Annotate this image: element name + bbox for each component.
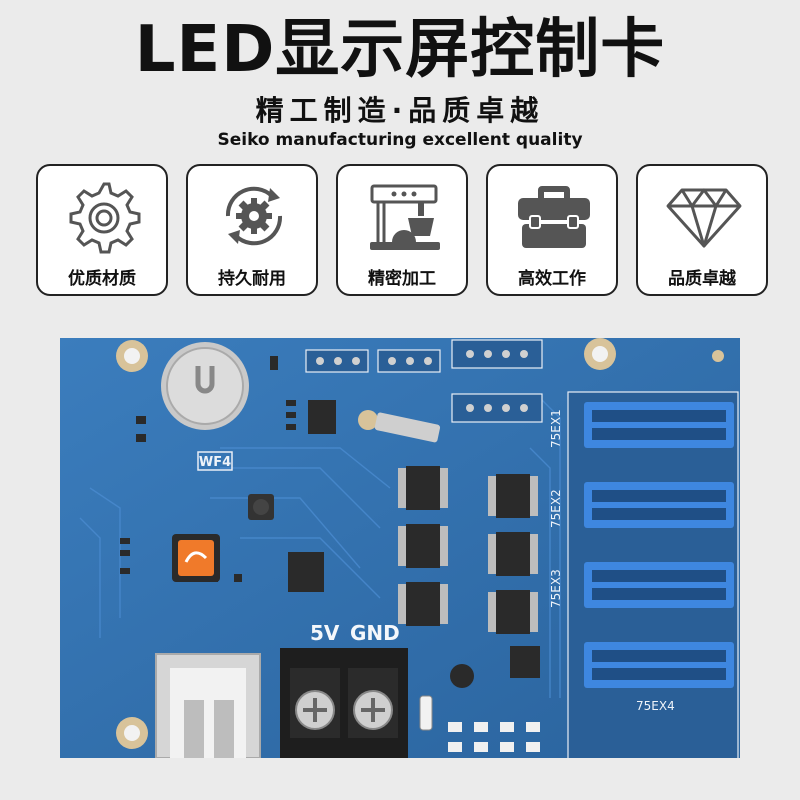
- reset-button: [419, 695, 433, 731]
- model-label: WF4: [199, 455, 231, 470]
- toolbox-icon: [518, 186, 590, 248]
- port-label-2: 75EX2: [549, 489, 563, 528]
- capacitor: [450, 664, 474, 688]
- gear-cycle-icon: [225, 186, 283, 246]
- machine-icon: [370, 184, 440, 250]
- feature-card-durable: 持久耐用: [186, 164, 318, 296]
- feature-label: 高效工作: [518, 269, 586, 289]
- port-label-3: 75EX3: [549, 569, 563, 608]
- power-terminal: [280, 648, 408, 758]
- hub75-headers: [567, 391, 739, 758]
- subtitle-english: Seiko manufacturing excellent quality: [217, 130, 583, 150]
- feature-label: 优质材质: [68, 269, 136, 289]
- terminal-label-5v: 5V: [310, 621, 340, 645]
- feature-card-efficient: 高效工作: [486, 164, 618, 296]
- gear-icon: [69, 182, 141, 254]
- port-label-4: 75EX4: [636, 699, 675, 713]
- port-label-1: 75EX1: [549, 409, 563, 448]
- crystal-oscillator: [358, 410, 441, 443]
- eeprom-chip: [308, 400, 336, 434]
- feature-card-quality: 品质卓越: [636, 164, 768, 296]
- feature-list: 优质材质 持久耐用: [36, 164, 770, 298]
- model-label-box: [197, 451, 233, 471]
- feature-label: 品质卓越: [668, 269, 736, 289]
- feature-label: 持久耐用: [218, 269, 286, 289]
- usb-port: [155, 653, 261, 758]
- subtitle: 精工制造·品质卓越: [255, 94, 545, 127]
- feature-card-precision: 精密加工: [336, 164, 468, 296]
- feature-label: 精密加工: [368, 269, 436, 289]
- regulator: [510, 646, 540, 678]
- logo-chip: [178, 540, 214, 576]
- page-title: LED显示屏控制卡: [134, 13, 666, 87]
- connector-pins: [316, 350, 528, 412]
- controller-board-image: WF4: [60, 338, 740, 758]
- feature-card-material: 优质材质: [36, 164, 168, 296]
- driver-ics: [398, 466, 538, 634]
- diamond-icon: [666, 188, 742, 248]
- coin-battery: [161, 342, 249, 430]
- terminal-label-gnd: GND: [350, 621, 400, 645]
- test-pads: [448, 722, 540, 752]
- pcb-traces: [79, 397, 561, 698]
- pcb-illustration: WF4: [60, 338, 740, 758]
- flash-chip: [288, 552, 324, 592]
